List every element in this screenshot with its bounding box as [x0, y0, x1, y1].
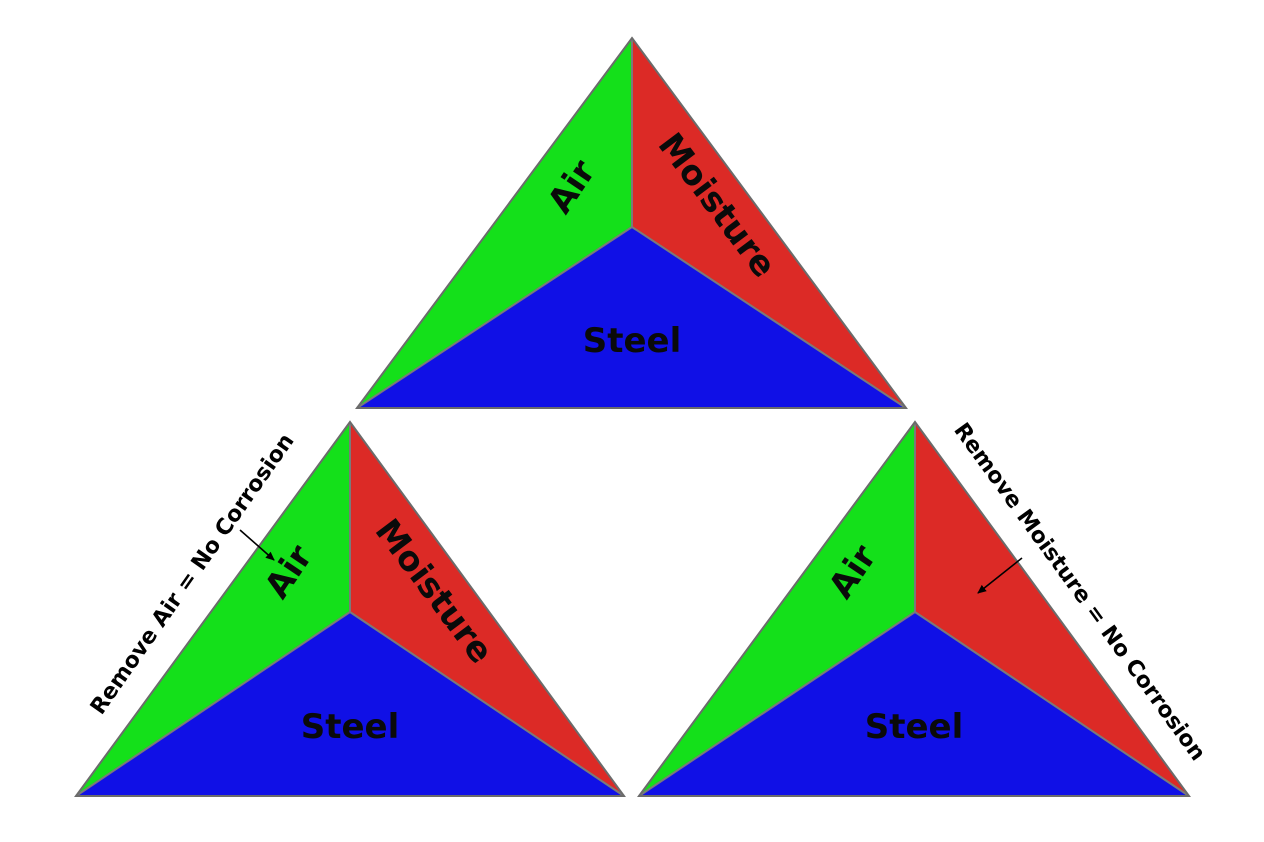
- triangle-bottom-right-steel-label: Steel: [865, 707, 964, 747]
- triangle-top-divider: [356, 226, 633, 409]
- remove-air-arrow: [239, 529, 275, 561]
- triangle-top-steel-label: Steel: [583, 321, 682, 361]
- triangle-top: Air Moisture Steel: [355, 36, 908, 409]
- triangle-bottom-left-outline: [74, 420, 626, 797]
- triangle-bottom-left-divider: [349, 611, 625, 797]
- triangle-bottom-right: Air Steel Remove Moisture = No Corrosion: [637, 419, 1210, 797]
- triangle-bottom-right-steel-region: [639, 612, 1189, 796]
- triangle-top-steel-region: [357, 227, 906, 408]
- triangle-top-outline: [355, 36, 908, 409]
- remove-moisture-arrow: [977, 557, 1023, 594]
- triangle-bottom-right-divider: [914, 611, 1190, 797]
- triangle-bottom-left-divider: [75, 611, 351, 797]
- triangle-bottom-left-steel-region: [76, 612, 624, 796]
- triangle-top-divider: [631, 226, 907, 409]
- triangle-bottom-right-divider: [638, 611, 916, 797]
- triangle-bottom-left-steel-label: Steel: [301, 707, 400, 747]
- triangle-bottom-right-outline: [637, 420, 1191, 797]
- triangle-bottom-left: Air Moisture Steel Remove Air = No Corro…: [74, 420, 626, 797]
